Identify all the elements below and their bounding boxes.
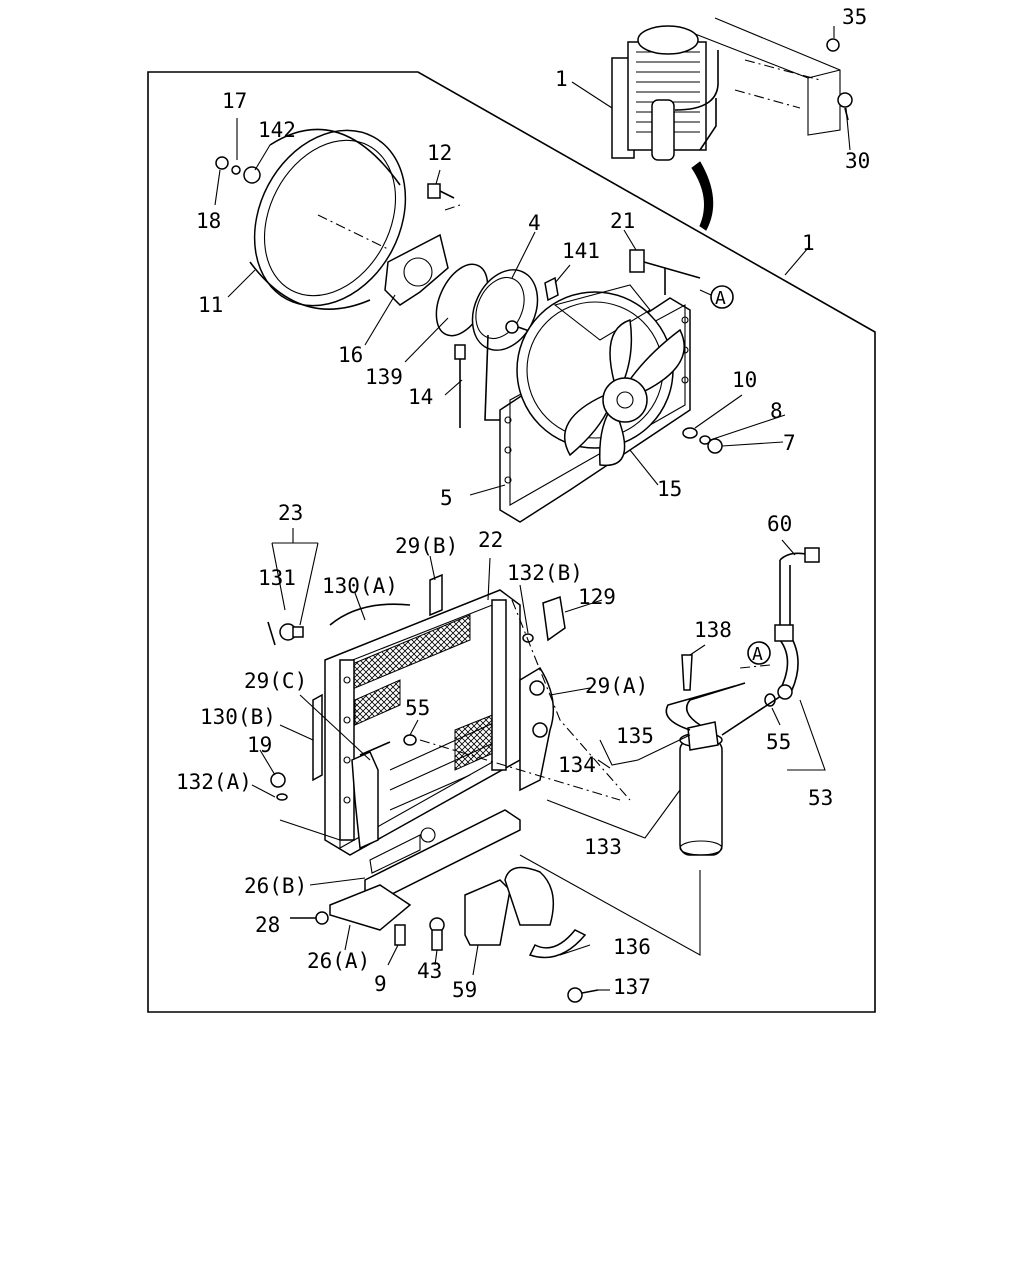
leader-lines bbox=[214, 26, 851, 991]
label-part-43: 43 bbox=[417, 959, 442, 983]
bolt-12-icon bbox=[427, 183, 455, 199]
bracket-29b bbox=[429, 573, 443, 617]
vehicle-mount-overview bbox=[611, 17, 853, 161]
label-part-10: 10 bbox=[732, 368, 757, 392]
label-part-4: 4 bbox=[528, 211, 541, 235]
bolt-137-icon bbox=[567, 987, 599, 1003]
label-part-132a: 132(A) bbox=[176, 770, 252, 794]
label-part-137: 137 bbox=[613, 975, 651, 999]
fan-shroud-ring bbox=[249, 128, 407, 310]
bolt-43-icon bbox=[429, 917, 445, 951]
label-part-130a: 130(A) bbox=[322, 574, 398, 598]
label-part-135: 135 bbox=[616, 724, 654, 748]
label-part-15: 15 bbox=[657, 477, 682, 501]
side-bracket-130b bbox=[312, 693, 323, 782]
base-bracket-26b bbox=[364, 809, 521, 901]
receiver-band-136 bbox=[504, 866, 555, 926]
hose-135 bbox=[665, 685, 736, 731]
bolt-9-icon bbox=[394, 924, 406, 946]
bracket-29c bbox=[351, 751, 379, 850]
label-part-26a: 26(A) bbox=[307, 949, 370, 973]
washer-142-icon bbox=[243, 166, 261, 184]
connector-21 bbox=[629, 249, 701, 295]
label-part-18: 18 bbox=[196, 209, 221, 233]
condenser-22 bbox=[324, 589, 521, 856]
label-part-11: 11 bbox=[198, 293, 223, 317]
label-part-1: 1 bbox=[802, 231, 815, 255]
label-part-21: 21 bbox=[610, 209, 635, 233]
pressure-switch-131 bbox=[267, 621, 304, 646]
callout-a-bottom bbox=[747, 641, 771, 665]
motor-plate-16 bbox=[384, 233, 449, 306]
label-part-133: 133 bbox=[584, 835, 622, 859]
screw-138-icon bbox=[681, 654, 693, 691]
reference-arrow bbox=[691, 161, 714, 231]
label-part-132b: 132(B) bbox=[507, 561, 583, 585]
label-part-23: 23 bbox=[278, 501, 303, 525]
label-part-134: 134 bbox=[558, 753, 596, 777]
label-part-22: 22 bbox=[478, 528, 503, 552]
label-part-29c: 29(C) bbox=[244, 669, 307, 693]
clip-141-icon bbox=[544, 276, 559, 302]
o-ring-55-left bbox=[403, 734, 417, 746]
label-part-129: 129 bbox=[578, 585, 616, 609]
label-part-142: 142 bbox=[258, 118, 296, 142]
label-part-35: 35 bbox=[842, 5, 867, 29]
nut-19-icon bbox=[270, 772, 286, 788]
pipe-fitting-60 bbox=[804, 547, 820, 563]
label-part-14: 14 bbox=[408, 385, 433, 409]
label-part-30: 30 bbox=[845, 149, 870, 173]
callout-a-top-label: A bbox=[715, 288, 726, 309]
nut-7-icon bbox=[707, 438, 723, 454]
bracket-129 bbox=[542, 595, 566, 642]
washer-10-icon bbox=[682, 427, 698, 439]
label-part-26b: 26(B) bbox=[244, 874, 307, 898]
label-part-16: 16 bbox=[338, 343, 363, 367]
callout-a-bottom-label: A bbox=[752, 644, 763, 665]
label-part-55-right: 55 bbox=[766, 730, 791, 754]
receiver-drier-133 bbox=[679, 721, 723, 856]
label-part-28: 28 bbox=[255, 913, 280, 937]
nut-18-icon bbox=[215, 156, 229, 170]
label-part-55-left: 55 bbox=[405, 696, 430, 720]
callout-a-top bbox=[710, 285, 734, 309]
diagram-frame bbox=[147, 71, 876, 1013]
label-part-19: 19 bbox=[247, 733, 272, 757]
label-part-59: 59 bbox=[452, 978, 477, 1002]
washer-17-icon bbox=[231, 165, 241, 175]
label-part-136: 136 bbox=[613, 935, 651, 959]
label-part-130b: 130(B) bbox=[200, 705, 276, 729]
label-part-5: 5 bbox=[440, 486, 453, 510]
base-bracket-26a bbox=[329, 884, 412, 931]
bracket-59 bbox=[464, 879, 511, 946]
label-part-12: 12 bbox=[427, 141, 452, 165]
label-part-141: 141 bbox=[562, 239, 600, 263]
label-part-29a: 29(A) bbox=[585, 674, 648, 698]
label-part-7: 7 bbox=[783, 431, 796, 455]
label-part-29b: 29(B) bbox=[395, 534, 458, 558]
label-part-9: 9 bbox=[374, 972, 387, 996]
washer-132a-icon bbox=[276, 793, 288, 801]
label-part-17: 17 bbox=[222, 89, 247, 113]
label-part-138: 138 bbox=[694, 618, 732, 642]
label-part-139: 139 bbox=[365, 365, 403, 389]
washer-132b-icon bbox=[522, 633, 534, 643]
label-part-131: 131 bbox=[258, 566, 296, 590]
label-part-60: 60 bbox=[767, 512, 792, 536]
label-part-53: 53 bbox=[808, 786, 833, 810]
part-labels: 1 35 30 1 17 142 18 12 11 4 21 141 16 13… bbox=[176, 5, 870, 1002]
fan-blade-15 bbox=[564, 319, 685, 467]
label-part-8: 8 bbox=[770, 399, 783, 423]
label-part-1-top: 1 bbox=[555, 67, 568, 91]
